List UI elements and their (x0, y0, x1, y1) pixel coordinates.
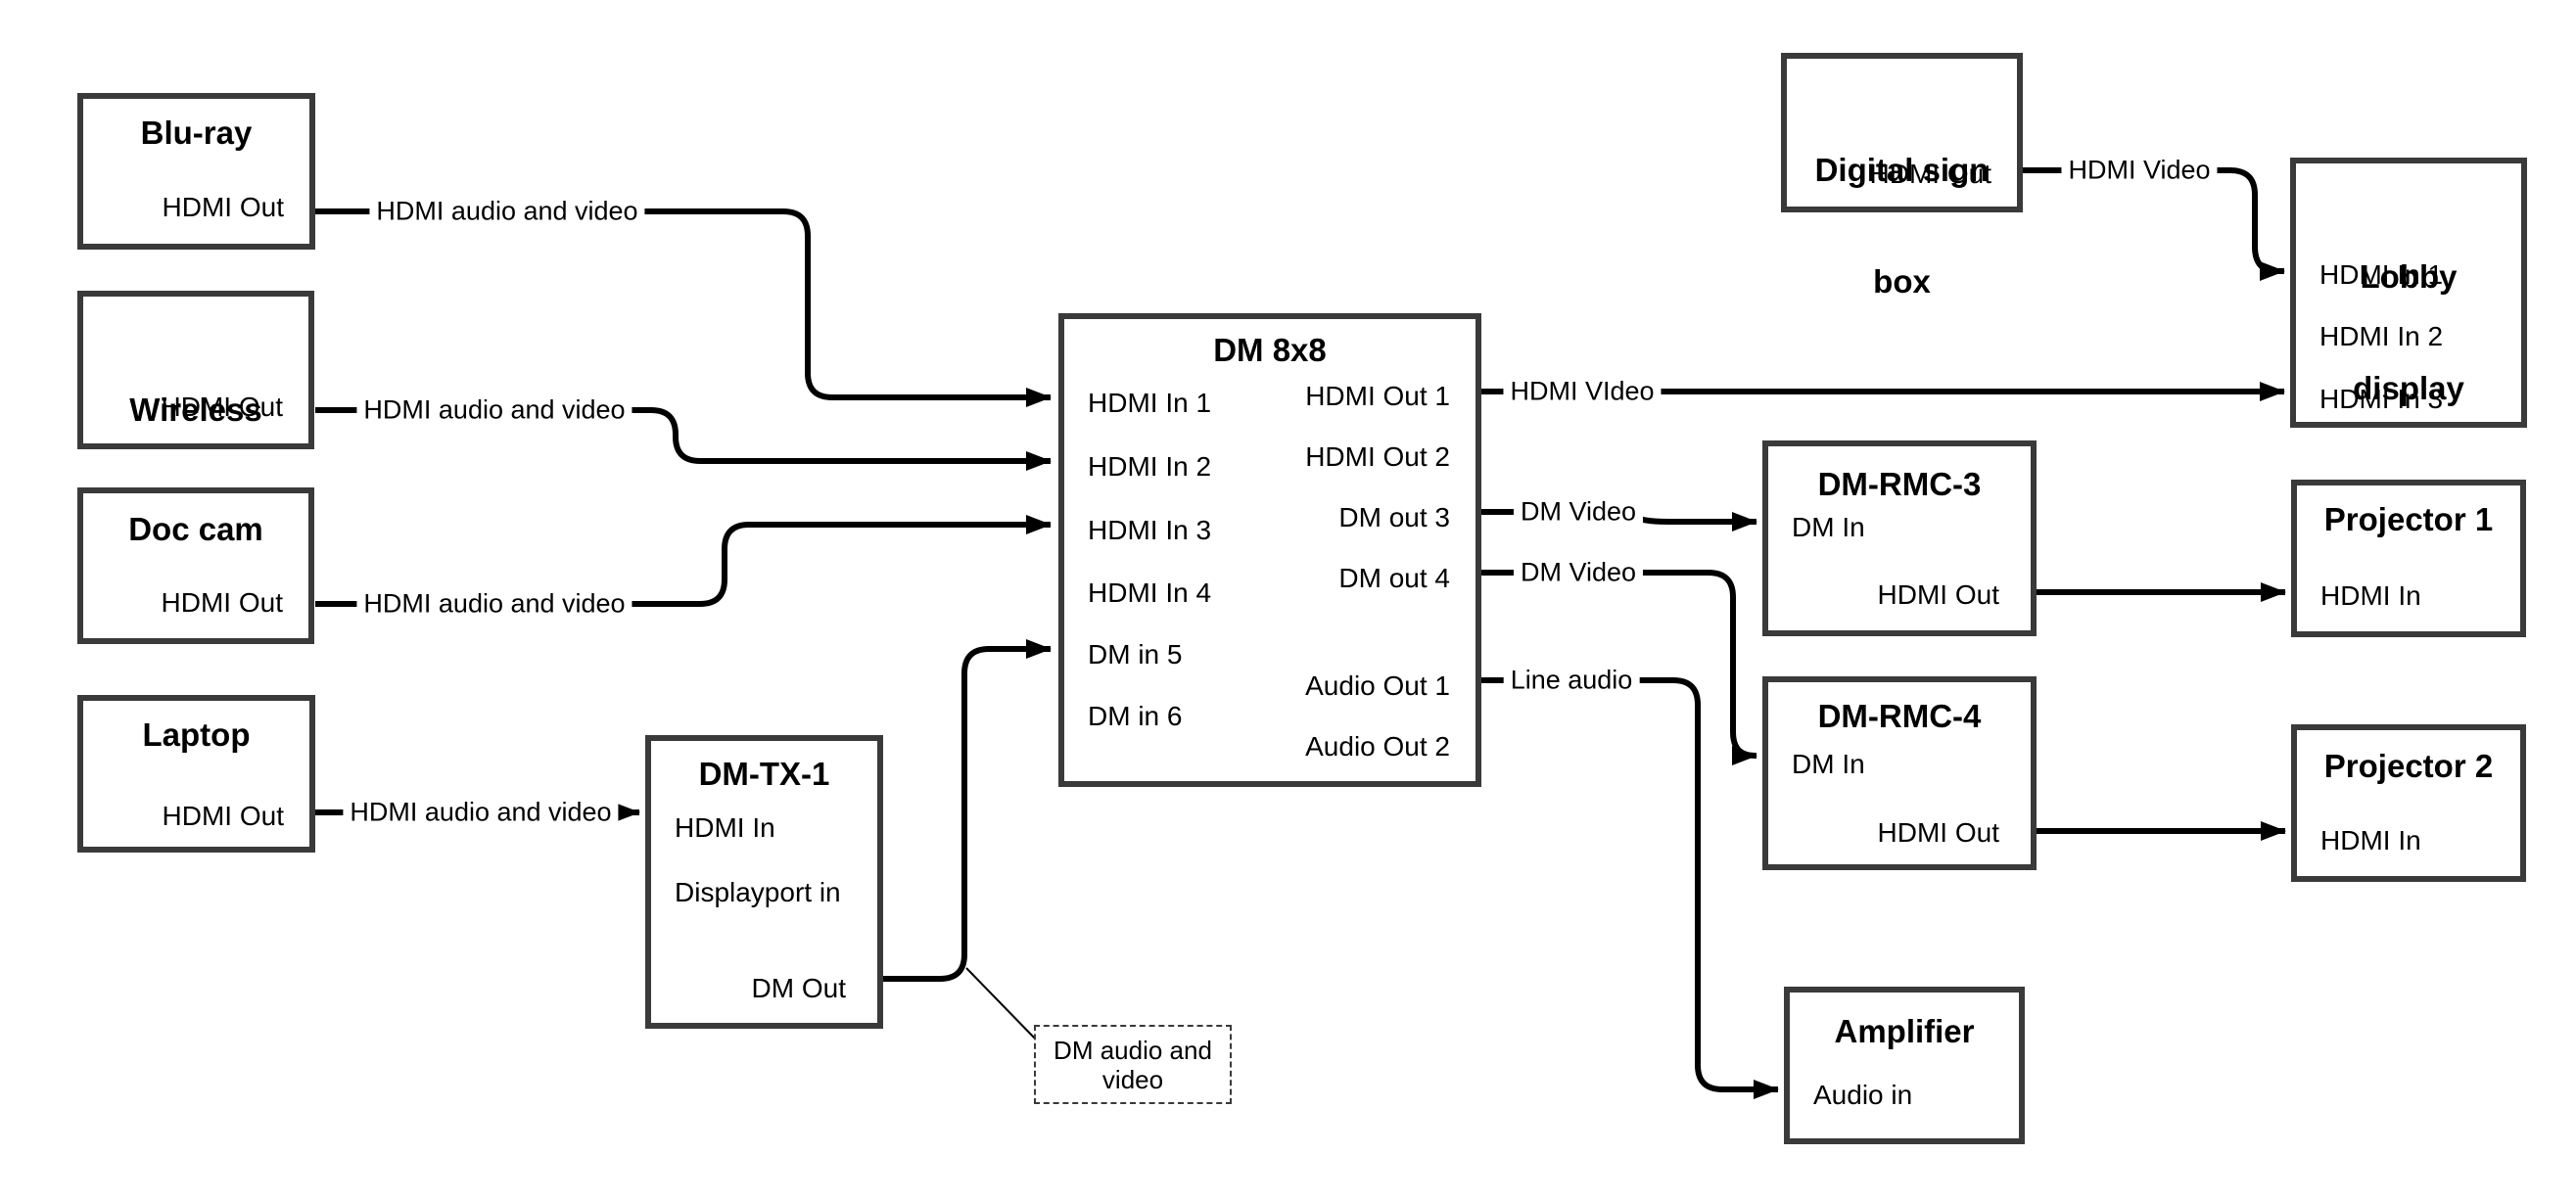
edge-dm-8x8-audio-out1-to-amplifier (1481, 677, 1779, 1099)
port-dm-tx-1-hdmi-in: HDMI In (675, 812, 775, 843)
note-dm-audio-and-video: DM audio and video (1034, 1025, 1232, 1104)
note-text-line-2: video (1101, 1064, 1164, 1094)
edge-label-dm-video-out4: DM Video (1513, 556, 1644, 589)
node-blu-ray: Blu-ray HDMI Out (77, 93, 315, 250)
node-wireless-presenter: Wireless presenter HDMI Out (77, 291, 314, 539)
node-title: DM 8x8 (1213, 332, 1327, 368)
node-title: Projector 2 (2323, 748, 2494, 784)
port-dm-8x8-dm-out-3: DM out 3 (1338, 502, 1450, 532)
note-callout-line (965, 967, 1037, 1040)
edge-dm-8x8-out4-to-dm-rmc-4 (1481, 570, 1757, 765)
node-title: Blu-ray (140, 115, 253, 151)
node-title: Doc cam (128, 511, 263, 547)
port-dm-8x8-hdmi-out-2: HDMI Out 2 (1305, 441, 1450, 472)
edge-label-hdmi-video-out1: HDMI VIdeo (1503, 375, 1662, 408)
node-dm-rmc-3: DM-RMC-3 DM In HDMI Out (1762, 440, 2037, 636)
port-amplifier-audio-in: Audio in (1813, 1080, 1913, 1110)
port-digital-sign-hdmi-out: HDMI Out (1869, 159, 1991, 189)
port-dm-8x8-hdmi-in-3: HDMI In 3 (1088, 515, 1212, 545)
node-projector-2: Projector 2 HDMI In (2291, 724, 2526, 882)
node-dm-tx-1: DM-TX-1 HDMI In Displayport in DM Out (645, 735, 883, 1029)
port-blu-ray-hdmi-out: HDMI Out (162, 192, 284, 222)
port-lobby-hdmi-in-3: HDMI In 3 (2319, 384, 2444, 414)
edge-label-hdmi-video-digital-sign: HDMI Video (2061, 154, 2218, 187)
port-dm-8x8-audio-out-1: Audio Out 1 (1305, 670, 1450, 701)
node-amplifier: Amplifier Audio in (1784, 987, 2025, 1144)
port-dm-8x8-audio-out-2: Audio Out 2 (1305, 731, 1450, 762)
edge-label-hdmi-audio-and-video-3: HDMI audio and video (356, 587, 632, 621)
node-doc-cam: Doc cam HDMI Out (77, 487, 314, 644)
port-laptop-hdmi-out: HDMI Out (162, 801, 284, 831)
node-title: Amplifier (1834, 1013, 1975, 1049)
port-doc-cam-hdmi-out: HDMI Out (161, 587, 283, 618)
port-dm-8x8-hdmi-in-1: HDMI In 1 (1088, 388, 1212, 418)
node-title: Lobby display (2353, 258, 2464, 406)
edge-blu-ray-to-dm-8x8-in1 (315, 208, 1052, 407)
edge-doc-cam-to-dm-8x8-in3 (315, 515, 1052, 607)
node-dm-8x8: DM 8x8 HDMI In 1 HDMI In 2 HDMI In 3 HDM… (1058, 313, 1481, 787)
edge-label-line-audio: Line audio (1503, 664, 1640, 697)
node-projector-1: Projector 1 HDMI In (2291, 480, 2526, 637)
port-lobby-hdmi-in-1: HDMI In 1 (2319, 259, 2444, 290)
port-projector-2-hdmi-in: HDMI In (2320, 825, 2421, 855)
node-title: DM-RMC-3 (1817, 466, 1982, 502)
port-dm-rmc-4-hdmi-out: HDMI Out (1877, 817, 1999, 848)
node-title: Projector 1 (2323, 501, 2494, 537)
edge-digital-sign-to-lobby-in1 (2023, 167, 2285, 281)
port-dm-rmc-3-hdmi-out: HDMI Out (1877, 579, 1999, 610)
edge-dm-tx-1-to-dm-8x8-in5 (883, 639, 1052, 982)
port-dm-8x8-dm-in-6: DM in 6 (1088, 701, 1183, 731)
node-title: DM-TX-1 (698, 756, 830, 792)
port-dm-8x8-hdmi-in-4: HDMI In 4 (1088, 577, 1212, 608)
node-title: Digital sign box (1814, 152, 1990, 300)
node-dm-rmc-4: DM-RMC-4 DM In HDMI Out (1762, 676, 2037, 870)
edge-label-hdmi-audio-and-video-4: HDMI audio and video (343, 796, 619, 829)
port-dm-8x8-hdmi-out-1: HDMI Out 1 (1305, 381, 1450, 411)
node-digital-sign-box: Digital sign box HDMI Out (1781, 53, 2023, 300)
port-projector-1-hdmi-in: HDMI In (2320, 580, 2421, 611)
port-dm-tx-1-displayport-in: Displayport in (675, 877, 841, 907)
edge-wireless-presenter-to-dm-8x8-in2 (315, 407, 1052, 471)
port-dm-8x8-dm-in-5: DM in 5 (1088, 639, 1183, 670)
node-laptop: Laptop HDMI Out (77, 695, 315, 853)
port-dm-rmc-4-dm-in: DM In (1792, 749, 1865, 779)
node-title: Laptop (142, 716, 251, 753)
edge-label-dm-video-out3: DM Video (1513, 495, 1644, 529)
port-dm-rmc-3-dm-in: DM In (1792, 512, 1865, 542)
edge-label-hdmi-audio-and-video-1: HDMI audio and video (369, 195, 645, 228)
node-title: DM-RMC-4 (1817, 698, 1982, 734)
port-lobby-hdmi-in-2: HDMI In 2 (2319, 321, 2444, 351)
port-dm-8x8-hdmi-in-2: HDMI In 2 (1088, 451, 1212, 482)
port-dm-8x8-dm-out-4: DM out 4 (1338, 563, 1450, 593)
edge-label-hdmi-audio-and-video-2: HDMI audio and video (356, 393, 632, 427)
note-text-line-1: DM audio and (1054, 1035, 1212, 1065)
port-dm-tx-1-dm-out: DM Out (751, 973, 846, 1003)
node-lobby-display: Lobby display HDMI In 1 HDMI In 2 HDMI I… (2290, 158, 2527, 428)
port-wireless-hdmi-out: HDMI Out (161, 392, 283, 422)
